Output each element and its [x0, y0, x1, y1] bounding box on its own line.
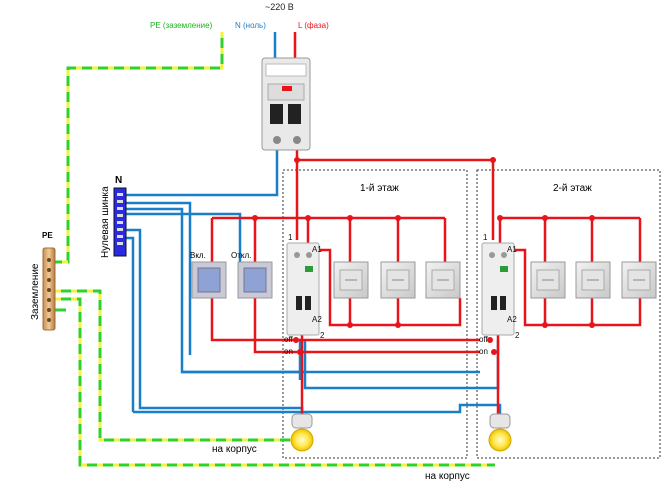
floor-2-terminal-on: on	[479, 347, 488, 356]
off-switch[interactable]	[237, 261, 273, 299]
floor-1-terminal-a1: A1	[312, 245, 322, 254]
pe-supply-label: PE (заземление)	[150, 21, 213, 30]
floor-2-terminal-a2: A2	[507, 315, 517, 324]
ground-bus-label: Заземление	[30, 263, 41, 320]
l-supply-label: L (фаза)	[298, 21, 329, 30]
floor-2-switch[interactable]	[530, 261, 566, 299]
circuit-breaker[interactable]	[261, 57, 311, 151]
floor-1-switch[interactable]	[333, 261, 369, 299]
neutral-wires	[125, 32, 502, 420]
floor-2-switch[interactable]	[621, 261, 657, 299]
on-switch[interactable]	[191, 261, 227, 299]
ground-bus	[42, 247, 56, 331]
floor-2-lamp	[488, 413, 512, 452]
floor-1-switch[interactable]	[425, 261, 461, 299]
ground-wires	[55, 32, 495, 467]
floor-1-switch[interactable]	[380, 261, 416, 299]
neutral-bus-label: Нулевая шинка	[100, 186, 111, 258]
floor-1-terminal-on: on	[284, 347, 293, 356]
floor-1-title: 1-й этаж	[360, 183, 399, 194]
floor-2-terminal-1: 1	[483, 233, 488, 242]
phase-wires	[210, 32, 642, 420]
floor-2-switch[interactable]	[575, 261, 611, 299]
floor-2-terminal-a1: A1	[507, 245, 517, 254]
floor-2-title: 2-й этаж	[553, 183, 592, 194]
floor-2-terminal-off: off	[479, 335, 489, 344]
floor-2-terminal-2: 2	[515, 331, 520, 340]
case-label-1: на корпус	[212, 444, 257, 455]
floor-1-box	[282, 169, 468, 459]
floor-1-terminal-off: off	[284, 335, 294, 344]
floor-1-terminal-a2: A2	[312, 315, 322, 324]
ground-bus-letter: PE	[42, 231, 53, 240]
voltage-label: ~220 В	[265, 2, 294, 12]
neutral-bus-letter: N	[115, 175, 122, 186]
floor-1-terminal-2: 2	[320, 331, 325, 340]
floor-1-relay	[286, 242, 320, 336]
floor-2-box	[476, 169, 661, 459]
on-switch-label: Вкл.	[190, 251, 206, 260]
n-supply-label: N (ноль)	[235, 21, 266, 30]
floor-1-terminal-1: 1	[288, 233, 293, 242]
floor-2-relay	[481, 242, 515, 336]
neutral-bus	[113, 187, 127, 257]
case-label-2: на корпус	[425, 471, 470, 482]
floor-1-lamp	[290, 413, 314, 452]
off-switch-label: Откл.	[231, 251, 251, 260]
junction-dots	[252, 157, 595, 355]
